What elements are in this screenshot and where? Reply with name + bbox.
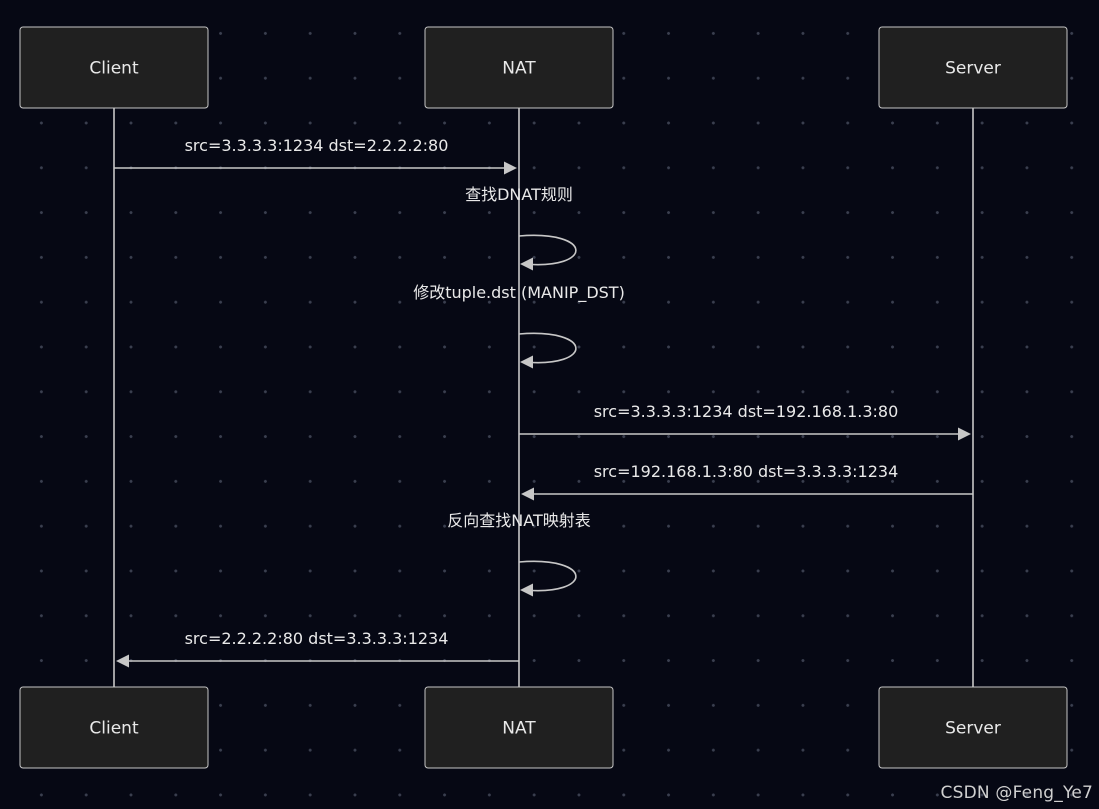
actor-label-server-bottom: Server — [945, 719, 1001, 739]
message-label-7: src=2.2.2.2:80 dst=3.3.3.3:1234 — [185, 629, 449, 648]
actor-box-nat-bottom — [424, 686, 614, 769]
self-message-arrowhead-3 — [520, 355, 533, 369]
actor-label-client-bottom: Client — [89, 719, 139, 739]
message-label-3: 修改tuple.dst (MANIP_DST) — [413, 283, 625, 303]
actor-box-server-top — [878, 26, 1068, 109]
self-message-arrowhead-2 — [520, 257, 533, 271]
message-arrowhead-4 — [958, 427, 971, 441]
message-arrowhead-7 — [116, 654, 129, 668]
actor-label-nat-top: NAT — [502, 59, 536, 79]
message-label-4: src=3.3.3.3:1234 dst=192.168.1.3:80 — [594, 402, 899, 421]
self-message-arrowhead-6 — [520, 583, 533, 597]
self-message-loop-3 — [518, 332, 577, 364]
self-message-loop-6 — [518, 560, 577, 592]
actor-label-server-top: Server — [945, 59, 1001, 79]
watermark: CSDN @Feng_Ye7 — [940, 783, 1093, 803]
actor-box-server-bottom — [878, 686, 1068, 769]
actor-label-client-top: Client — [89, 59, 139, 79]
message-arrowhead-5 — [521, 487, 534, 501]
message-label-5: src=192.168.1.3:80 dst=3.3.3.3:1234 — [594, 462, 899, 481]
message-label-1: src=3.3.3.3:1234 dst=2.2.2.2:80 — [185, 136, 449, 155]
actor-box-nat-top — [424, 26, 614, 109]
message-arrowhead-1 — [504, 161, 517, 175]
self-message-loop-2 — [518, 234, 577, 266]
actor-box-client-top — [19, 26, 209, 109]
message-label-6: 反向查找NAT映射表 — [447, 511, 590, 530]
message-label-2: 查找DNAT规则 — [465, 185, 573, 204]
actor-box-client-bottom — [19, 686, 209, 769]
actor-label-nat-bottom: NAT — [502, 719, 536, 739]
